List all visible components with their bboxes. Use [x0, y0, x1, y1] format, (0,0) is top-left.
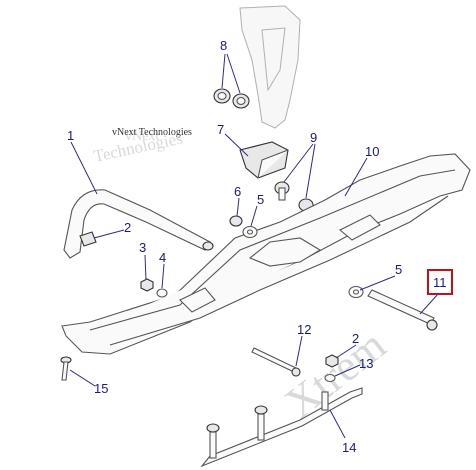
carbide-bolt — [251, 347, 301, 377]
callout-14: 14 — [342, 440, 356, 455]
runner-nuts — [324, 354, 339, 383]
callout-11: 11 — [433, 275, 447, 290]
front-screw — [60, 356, 72, 381]
handle-clip — [79, 231, 97, 247]
watermark-vnext-technologies: vNext Technologies — [112, 127, 192, 138]
callout-2-lower: 2 — [352, 331, 359, 346]
callout-5-upper: 5 — [257, 192, 264, 207]
callout-4: 4 — [159, 250, 166, 265]
callout-3: 3 — [139, 240, 146, 255]
leader-lines — [69, 53, 439, 439]
spindle-ghost — [239, 5, 301, 129]
bushing-pair — [213, 88, 250, 109]
callout-5-lower: 5 — [395, 262, 402, 277]
carbide-runner — [200, 387, 363, 468]
callout-10: 10 — [365, 144, 379, 159]
small-nut-washer — [140, 278, 168, 298]
ski-body — [61, 153, 471, 355]
callout-12: 12 — [297, 322, 311, 337]
washer-nut-upper — [229, 215, 258, 239]
highlight-box-11 — [427, 269, 453, 295]
pivot-bolt — [367, 289, 438, 331]
callout-2-upper: 2 — [124, 220, 131, 235]
callout-15: 15 — [94, 381, 108, 396]
stud-bolts — [274, 181, 314, 212]
callout-13: 13 — [359, 356, 373, 371]
callout-7: 7 — [217, 122, 224, 137]
callout-8: 8 — [220, 38, 227, 53]
callout-1: 1 — [67, 128, 74, 143]
callout-9: 9 — [310, 130, 317, 145]
mount-block — [239, 141, 289, 179]
callout-6: 6 — [234, 184, 241, 199]
watermark-vnext: vNext — [125, 129, 159, 144]
washer-lower — [348, 285, 364, 299]
